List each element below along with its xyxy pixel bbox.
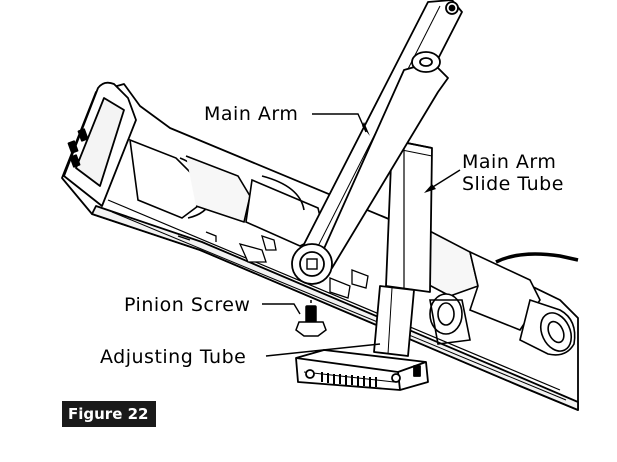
label-main-arm: Main Arm: [204, 103, 298, 125]
leader-pinion-screw: [262, 303, 301, 315]
label-adjusting-tube: Adjusting Tube: [100, 346, 246, 368]
bracket-slots: [321, 372, 377, 387]
arrow-main-arm: [362, 122, 370, 136]
label-slide-tube-line2: Slide Tube: [462, 173, 564, 195]
figure-label: Figure 22: [62, 401, 156, 427]
label-pinion-screw: Pinion Screw: [124, 294, 250, 316]
rail-details: [177, 231, 369, 299]
pipe: [495, 252, 579, 264]
slide-tube: [385, 139, 433, 293]
adjusting-tube: [373, 285, 415, 357]
cylinder: [129, 138, 576, 356]
valve-boss: [429, 293, 471, 345]
pinion-screw: [295, 300, 327, 337]
leader-main-arm: [312, 113, 367, 133]
leader-adjusting-tube: [265, 343, 381, 357]
label-slide-tube-line1: Main Arm: [462, 151, 556, 173]
arrow-slide-tube: [424, 184, 436, 193]
end-cap: [63, 81, 137, 207]
pinion-hub: [291, 243, 333, 285]
main-arm: [299, 0, 463, 278]
